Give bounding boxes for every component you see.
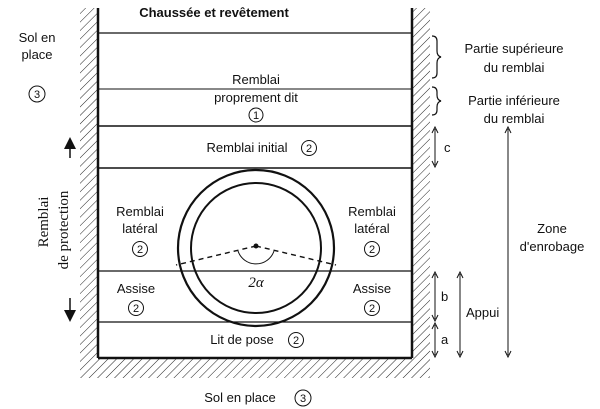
assise-right-label: Assise: [353, 281, 391, 296]
sol-en-place-left-line1: Sol en: [19, 30, 56, 45]
bottom-soil-hatch: [80, 358, 430, 378]
dim-b-label: b: [441, 289, 448, 304]
zone-enrobage-line1: Zone: [537, 221, 567, 236]
angle-line-left: [175, 245, 257, 266]
dim-a-arrow-bottom: [431, 350, 439, 359]
remblai-lateral-right-line2: latéral: [354, 221, 390, 236]
partie-superieure-line1: Partie supérieure: [465, 41, 564, 56]
sol-en-place-bottom-num-circle: [294, 389, 312, 407]
angle-line-right: [255, 245, 337, 266]
sol-en-place-left-line2: place: [21, 47, 52, 62]
remblai-lateral-left-line1: Remblai: [116, 204, 164, 219]
right-wall-hatch: [412, 8, 430, 358]
remblai-initial-num-circle: [301, 140, 317, 156]
remblai-initial-label: Remblai initial: [207, 140, 288, 155]
dim-a-label: a: [441, 332, 449, 347]
vertical-label-line2: de protection: [56, 190, 72, 269]
remblai-lateral-right-line1: Remblai: [348, 204, 396, 219]
partie-inferieure-line2: du remblai: [484, 111, 545, 126]
sol-en-place-bottom-label: Sol en place: [204, 390, 276, 405]
sol-en-place-left-num: 3: [34, 89, 40, 101]
dim-c-label: c: [444, 140, 451, 155]
lit-de-pose-label: Lit de pose: [210, 332, 274, 347]
top-label: Chaussée et revêtement: [139, 5, 289, 20]
pipe-center: [253, 243, 259, 249]
sol-en-place-bottom-num: 3: [300, 393, 306, 405]
pipe-inner: [190, 182, 322, 314]
zone-arrow-bottom: [504, 350, 512, 359]
lit-de-pose-num-circle: [288, 332, 304, 348]
appui-arrow-top: [456, 270, 464, 279]
remblai-lateral-left-line2: latéral: [122, 221, 158, 236]
dim-c-arrow-top: [431, 125, 439, 134]
remblai-lateral-right-num-circle: [364, 241, 380, 257]
vertical-label-line1: Remblai: [36, 197, 52, 248]
left-wall-hatch: [80, 8, 98, 358]
remblai-proprement-num: 1: [253, 110, 259, 122]
assise-left-label: Assise: [117, 281, 155, 296]
remblai-lateral-left-num: 2: [137, 244, 143, 256]
remblai-initial-num: 2: [306, 143, 312, 155]
assise-right-num: 2: [369, 303, 375, 315]
remblai-lateral-left-num-circle: [132, 241, 148, 257]
zone-arrow-top: [504, 125, 512, 134]
remblai-proprement-line1: Remblai: [232, 72, 280, 87]
lit-de-pose-num: 2: [293, 335, 299, 347]
dim-b-arrow-bottom: [431, 314, 439, 323]
remblai-proprement-num-circle: [248, 107, 264, 123]
partie-inferieure-line1: Partie inférieure: [468, 93, 560, 108]
brace-inferieure: [431, 86, 442, 116]
assise-left-num: 2: [133, 303, 139, 315]
appui-label: Appui: [466, 305, 499, 320]
dim-a-arrow-top: [431, 321, 439, 330]
remblai-lateral-right-num: 2: [369, 244, 375, 256]
sol-en-place-left-num-circle: [28, 85, 46, 103]
angle-arc: [237, 250, 275, 265]
dim-c-arrow-bottom: [431, 160, 439, 169]
partie-superieure-line2: du remblai: [484, 60, 545, 75]
zone-enrobage-line2: d'enrobage: [520, 239, 585, 254]
dim-b-arrow-top: [431, 270, 439, 279]
brace-superieure: [431, 35, 442, 79]
angle-label: 2α: [248, 275, 265, 291]
assise-right-num-circle: [364, 300, 380, 316]
remblai-proprement-line2: proprement dit: [214, 90, 298, 105]
pipe-outer: [176, 168, 336, 328]
assise-left-num-circle: [128, 300, 144, 316]
appui-arrow-bottom: [456, 350, 464, 359]
